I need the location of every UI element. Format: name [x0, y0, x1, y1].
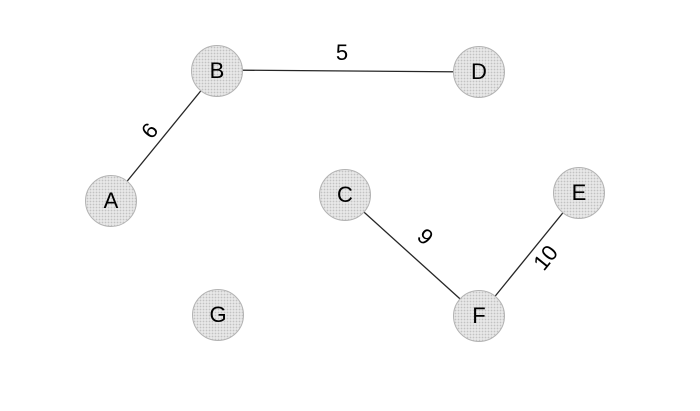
node-C-label: C [337, 182, 353, 207]
edge-A-B [110, 70, 218, 202]
node-F-label: F [472, 303, 486, 328]
node-B: B [191, 45, 243, 97]
node-G-label: G [209, 302, 227, 327]
node-B-label: B [209, 58, 225, 83]
node-C: C [319, 169, 371, 221]
edge-B-D [216, 69, 480, 73]
node-E: E [553, 167, 605, 219]
edge-weight-B-D: 5 [335, 40, 349, 65]
node-F: F [453, 290, 505, 342]
node-D-label: D [471, 59, 487, 84]
node-E-label: E [571, 180, 587, 205]
node-A: A [85, 175, 137, 227]
node-D: D [453, 46, 505, 98]
node-A-label: A [103, 188, 119, 213]
node-G: G [192, 289, 244, 341]
edge-C-F [344, 194, 480, 317]
